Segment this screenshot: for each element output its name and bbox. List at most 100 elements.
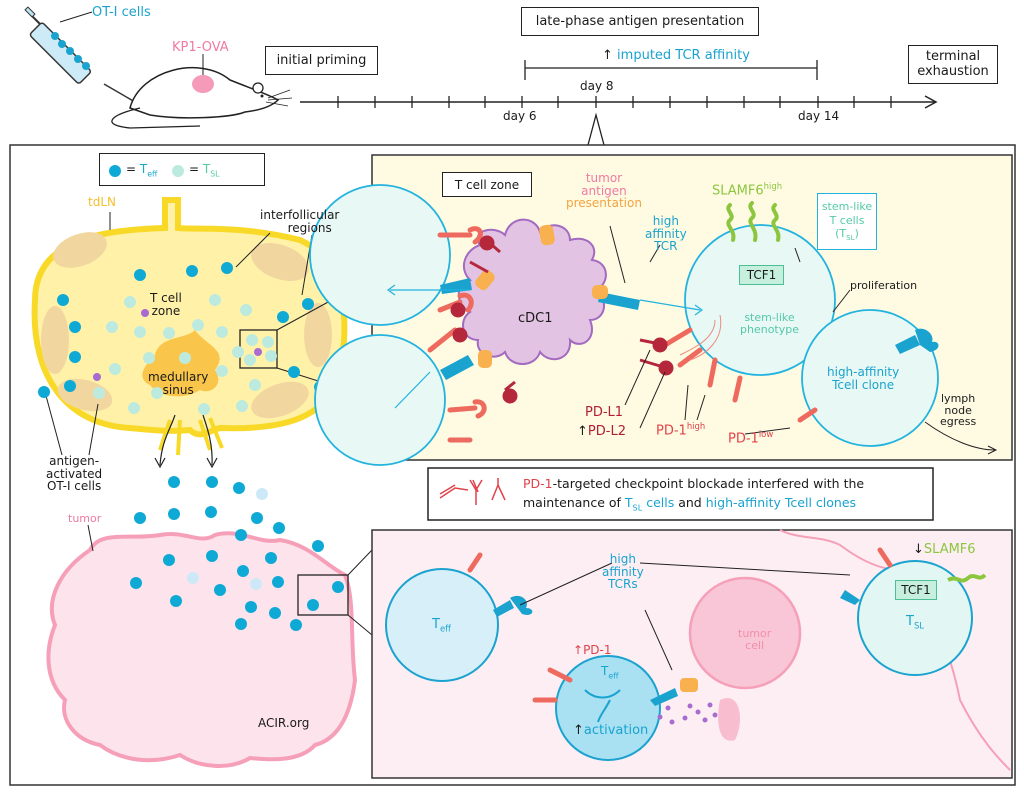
lymph-node-cell xyxy=(38,386,50,398)
lymph-node-cell xyxy=(265,350,277,362)
antibody-icons xyxy=(439,478,506,505)
tumor-cell-dot xyxy=(312,540,324,552)
blockade-text: PD-1-targeted checkpoint blockade interf… xyxy=(523,476,865,513)
timeline xyxy=(300,60,938,146)
lymph-node-cell xyxy=(134,269,146,281)
lymph-node-cell xyxy=(106,321,118,333)
lymph-node-cell xyxy=(249,379,261,391)
teff-label-2: Teff xyxy=(601,664,619,681)
lymph-node-cell xyxy=(93,387,105,399)
lymph-node-cell xyxy=(163,327,175,339)
pd-1-low-label: PD-1low xyxy=(728,429,774,447)
lymph-node-cell xyxy=(179,352,191,364)
lymph-node-cell xyxy=(302,298,314,310)
tumor-cell-dot xyxy=(235,529,247,541)
initial-priming-label: initial priming xyxy=(276,53,367,68)
timeline-day8: day 8 xyxy=(580,79,614,93)
timeline-day14: day 14 xyxy=(798,109,840,123)
lymph-node-cell xyxy=(240,304,252,316)
tumor-label: tumor xyxy=(68,512,102,525)
tumor-cell-dot xyxy=(237,565,249,577)
tcr-affinity-text: imputed TCR affinity xyxy=(617,48,750,63)
lymph-node-cell xyxy=(236,400,248,412)
exhaustion-label: exhaustion xyxy=(917,63,989,79)
tdln-label: tdLN xyxy=(88,195,116,209)
timeline-day6: day 6 xyxy=(503,109,537,123)
lymph-node-cell xyxy=(244,354,256,366)
tumor-cell-dot xyxy=(256,488,268,500)
tsl-label: TSL xyxy=(906,614,925,631)
tumor-cell-dot xyxy=(163,554,175,566)
lymph-node-cell xyxy=(69,321,81,333)
blockade-box xyxy=(427,467,934,521)
pd-l1-label: PD-L1 xyxy=(585,405,624,420)
tumor-cell-dot xyxy=(134,512,146,524)
up-arrow-icon: ↑ xyxy=(602,48,613,63)
lymph-node-cell xyxy=(93,373,101,381)
tumor-cell-dot xyxy=(251,512,263,524)
tumor-cell-dot xyxy=(290,619,302,631)
t-cell-zone-title: T cell zone xyxy=(454,177,520,192)
tumor-cell-dot xyxy=(265,552,277,564)
tumor-cell-dot xyxy=(130,577,142,589)
tumor-mass xyxy=(46,524,373,768)
lymph-node-cell xyxy=(216,326,228,338)
tumor-site-label: KP1-OVA xyxy=(172,40,229,55)
lymph-node-cell xyxy=(232,346,244,358)
pd-1-up-label: ↑PD-1 xyxy=(573,643,612,657)
syringe-label: OT-I cells xyxy=(92,5,151,20)
tcr-affinity-label: ↑ imputed TCR affinity xyxy=(602,49,750,63)
cdc1-label: cDC1 xyxy=(518,311,553,326)
tumor-cell-dot xyxy=(187,572,199,584)
initial-priming-box: initial priming xyxy=(265,46,378,75)
tumor-cell-dot xyxy=(307,599,319,611)
tumor-cell-dot xyxy=(214,584,226,596)
slamf6-high-label: SLAMF6high xyxy=(712,181,783,199)
tumor-cell-dot xyxy=(272,576,284,588)
lymph-node-cell xyxy=(128,402,140,414)
lymph-node-cell xyxy=(254,348,262,356)
late-phase-label: late-phase antigen presentation xyxy=(535,14,745,29)
lymph-node-cell xyxy=(192,319,204,331)
teff-legend-dot xyxy=(109,165,121,177)
lymph-node-cell xyxy=(221,262,233,274)
lymph-node-cell xyxy=(198,403,210,415)
lymph-node-cell xyxy=(143,352,155,364)
lymph-node-cell xyxy=(277,311,289,323)
lymph-node-cell xyxy=(109,363,121,375)
pd-l2-label: ↑PD-L2 xyxy=(577,424,626,439)
t-cell-zone-title-box: T cell zone xyxy=(442,172,532,197)
tumor-cell-dot xyxy=(250,578,262,590)
lymph-node-cell xyxy=(288,366,300,378)
tcf1-badge-tumor: TCF1 xyxy=(895,580,937,600)
tumor-cell-dot xyxy=(168,476,180,488)
cell-legend xyxy=(99,153,265,186)
late-phase-box: late-phase antigen presentation xyxy=(521,7,759,36)
tumor-cell-dot xyxy=(170,595,182,607)
tsl-legend-dot xyxy=(172,165,184,177)
lymph-node xyxy=(31,197,373,469)
main-frame xyxy=(9,144,1016,786)
activation-label: ↑activation xyxy=(573,723,649,738)
legend-teff: = Teff xyxy=(126,162,158,179)
tumor-cell-dot xyxy=(235,618,247,630)
lymph-node-cell xyxy=(57,294,69,306)
tumor-panel-graphics xyxy=(385,529,1011,771)
t-cell-zone-graphics xyxy=(309,184,998,466)
lymph-node-cell xyxy=(141,309,149,317)
tumor-cell-dot xyxy=(205,506,217,518)
tumor-cell-dot xyxy=(245,601,257,613)
lymph-node-cell xyxy=(134,326,146,338)
tumor-cell-dot xyxy=(206,476,218,488)
lymph-node-cell xyxy=(151,387,163,399)
